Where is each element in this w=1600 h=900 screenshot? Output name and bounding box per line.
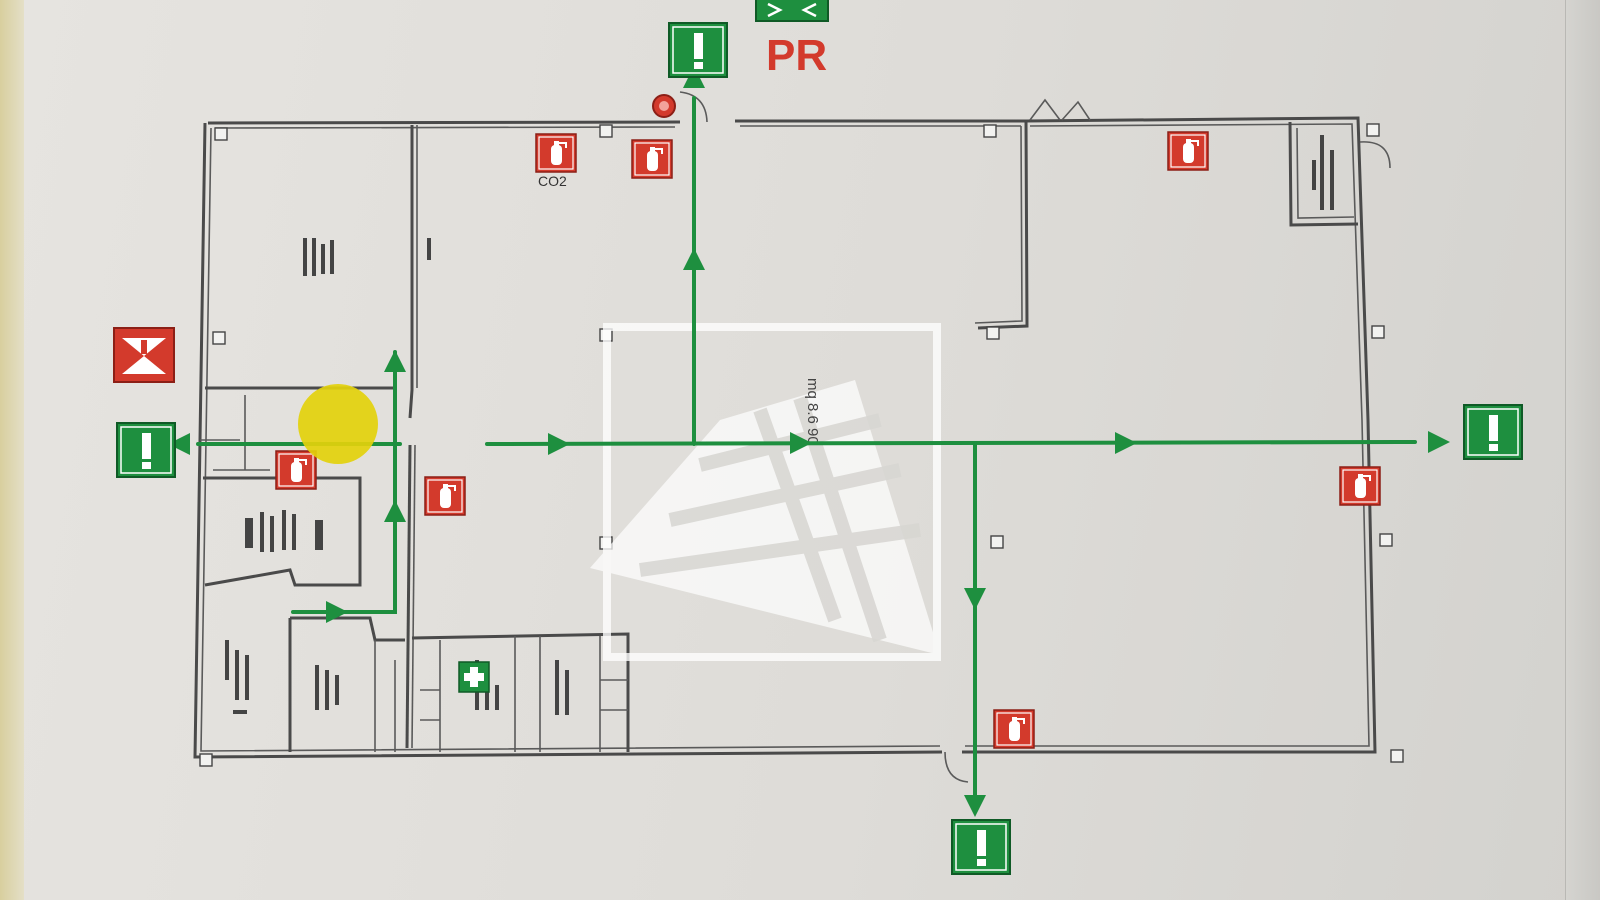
fire-extinguisher-icon bbox=[275, 450, 317, 490]
you-are-here-marker bbox=[298, 384, 378, 464]
emergency-exit-sign-icon bbox=[951, 819, 1011, 875]
area-label: mq 8.6 90 bbox=[804, 378, 821, 445]
sheet-edge-right bbox=[1565, 0, 1600, 900]
sheet-edge-left bbox=[0, 0, 24, 900]
watermark-logo bbox=[590, 323, 941, 661]
building-walls bbox=[193, 91, 1391, 783]
first-aid-icon bbox=[458, 661, 490, 693]
extinguisher-co2-label: CO2 bbox=[538, 173, 567, 189]
assembly-point-label: PR bbox=[766, 31, 827, 80]
assembly-point-sign-icon bbox=[755, 0, 829, 22]
fire-extinguisher-icon bbox=[424, 476, 466, 516]
fire-hydrant-icon bbox=[113, 327, 175, 383]
fire-extinguisher-icon bbox=[631, 139, 673, 179]
fire-alarm-button-icon bbox=[652, 94, 676, 118]
fire-extinguisher-icon bbox=[1339, 466, 1381, 506]
fire-extinguisher-icon bbox=[535, 133, 577, 173]
emergency-exit-sign-icon bbox=[116, 422, 176, 478]
fire-extinguisher-icon bbox=[993, 709, 1035, 749]
emergency-exit-sign-icon bbox=[668, 22, 728, 78]
emergency-exit-sign-icon bbox=[1463, 404, 1523, 460]
fire-extinguisher-icon bbox=[1167, 131, 1209, 171]
